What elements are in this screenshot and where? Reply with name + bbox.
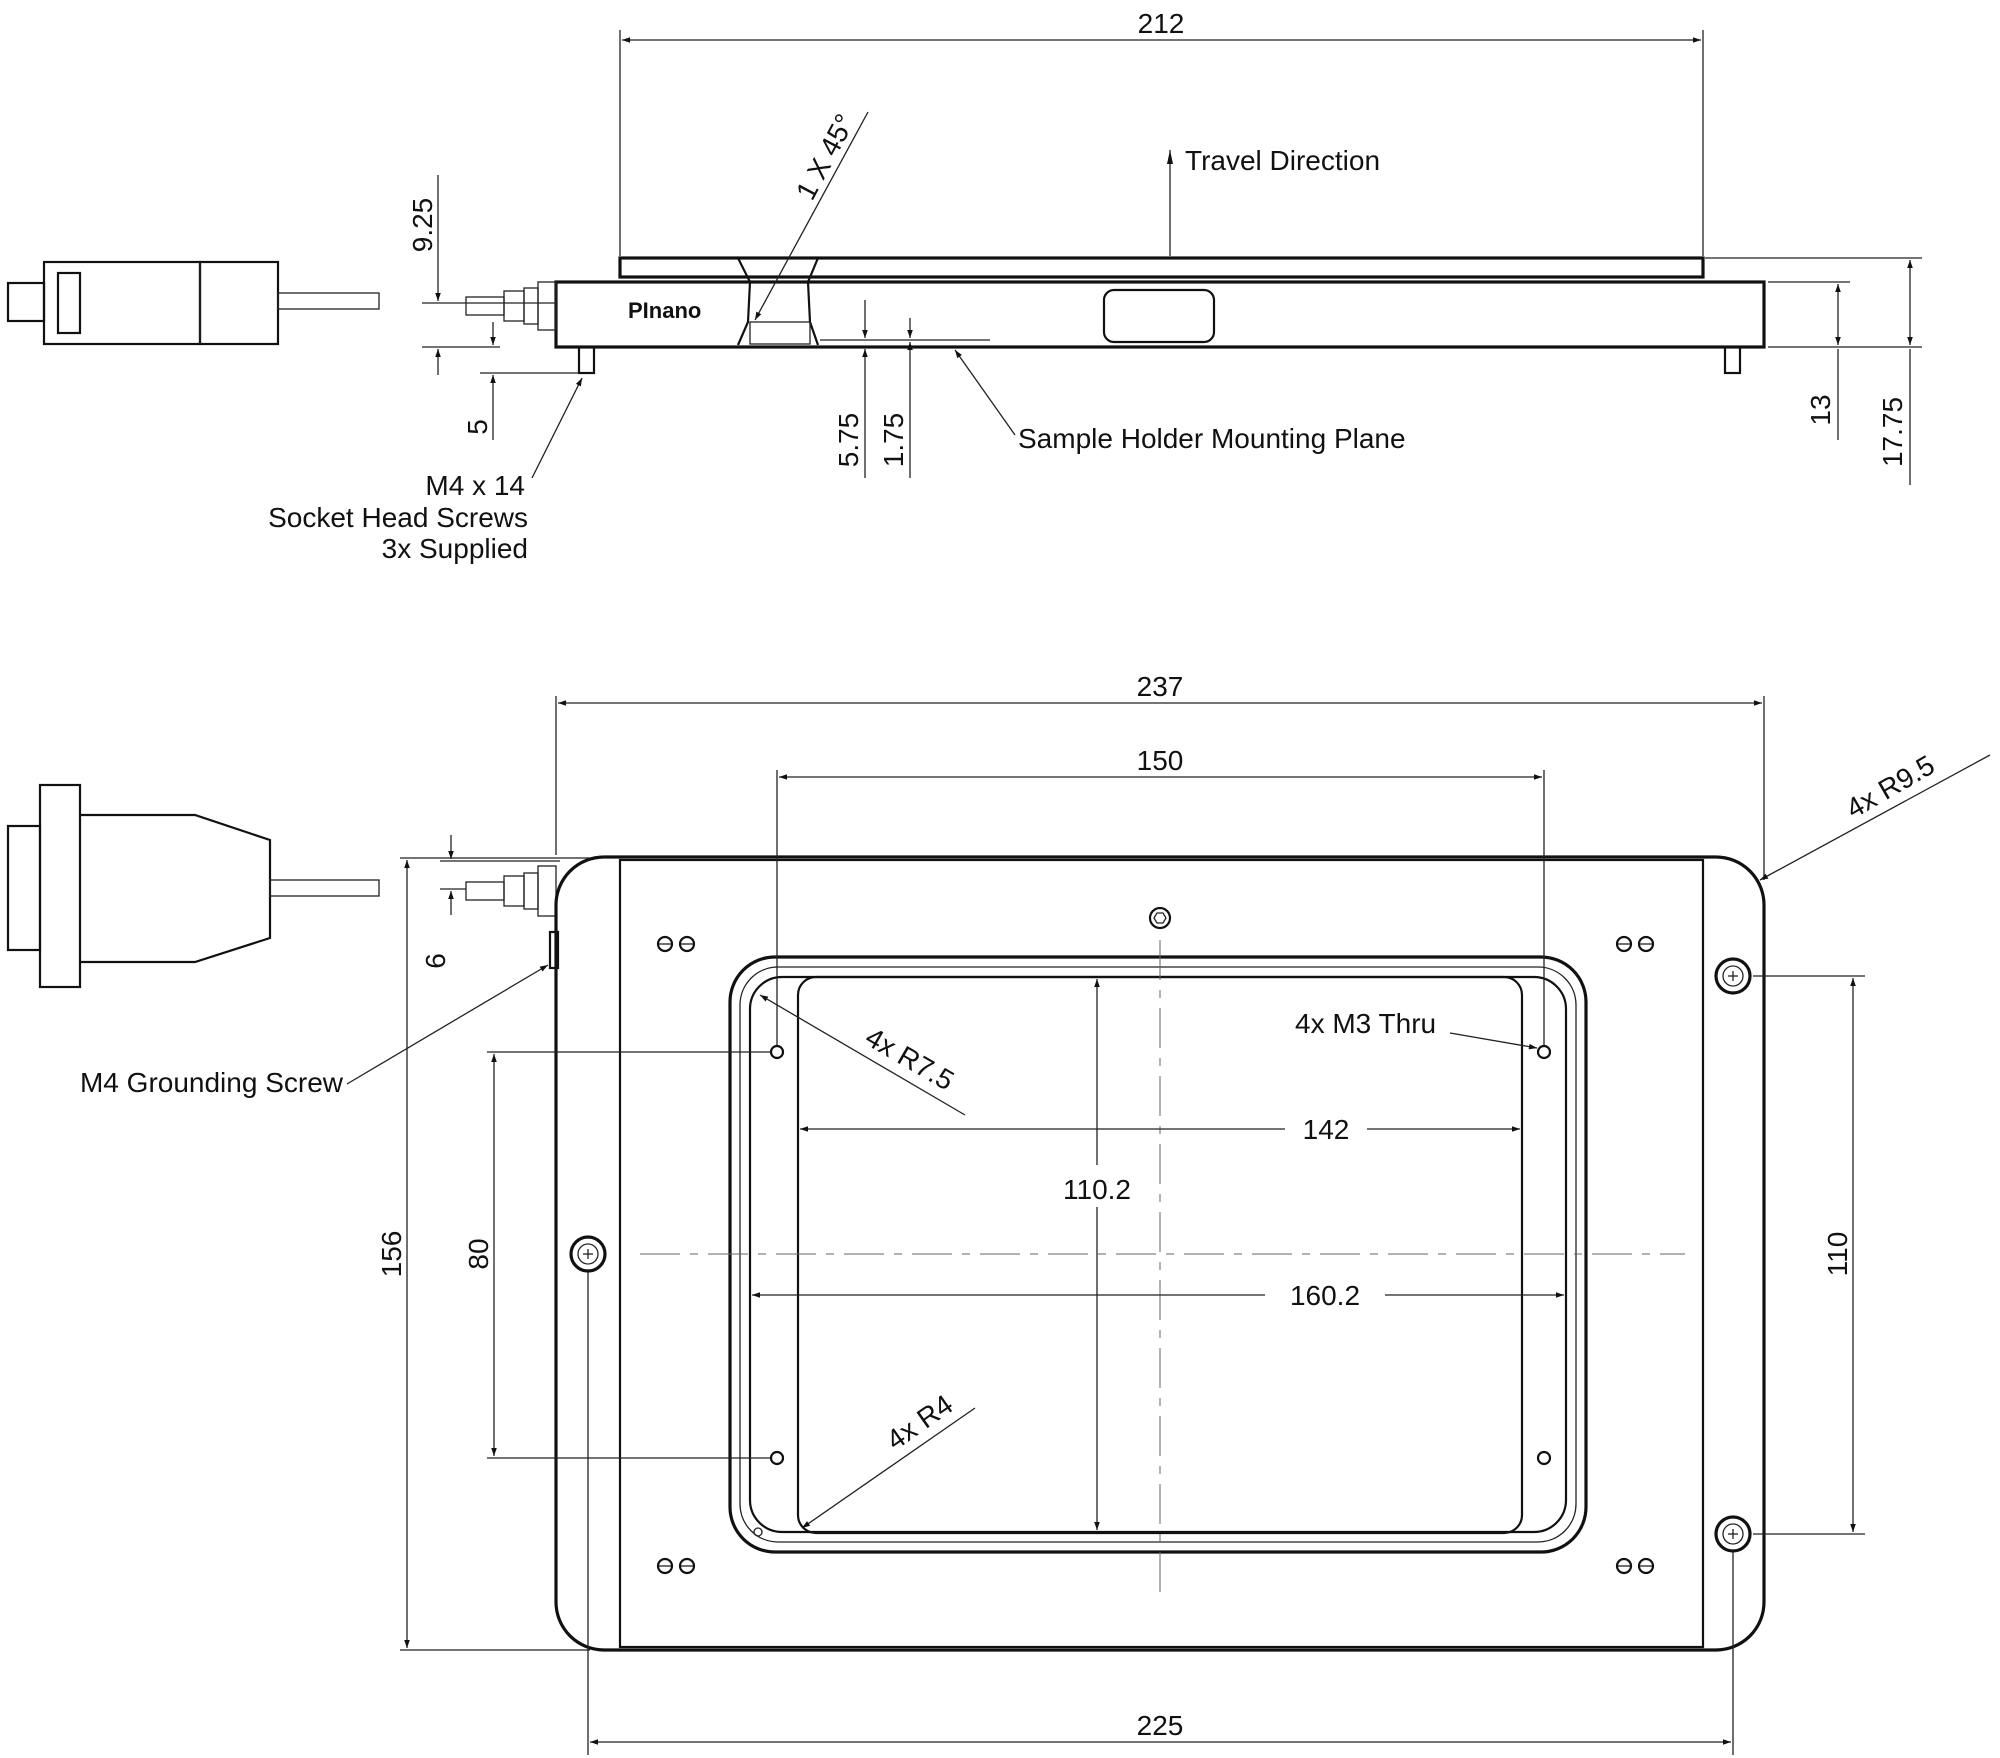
travel-direction: Travel Direction	[1167, 145, 1380, 256]
screw-left	[569, 1235, 607, 1273]
dim-1102-text: 110.2	[1063, 1174, 1131, 1205]
dim-142-text: 142	[1303, 1114, 1350, 1145]
grounding-callout: M4 Grounding Screw	[80, 964, 549, 1098]
dim-1602-text: 160.2	[1290, 1280, 1360, 1311]
dim-175-text: 1.75	[878, 413, 909, 468]
dim-13-1775: 13 17.75	[1705, 257, 1922, 485]
logo-text: PInano	[628, 298, 701, 323]
dim-925-text: 9.25	[407, 198, 438, 253]
dim-150: 150	[776, 745, 1545, 1045]
dim-13-text: 13	[1805, 394, 1836, 425]
callout-r95: 4x R9.5	[1759, 749, 1991, 881]
dim-5-text: 5	[462, 419, 493, 435]
top-view: 237 150 4x R9.5 6 M4 Grounding Screw	[6, 671, 1991, 1755]
dim-6-text: 6	[420, 953, 451, 969]
hole-pairs	[656, 935, 1655, 1575]
dim-1102: 110.2	[1050, 979, 1145, 1530]
dim-225-text: 225	[1137, 1710, 1184, 1741]
grounding-label: M4 Grounding Screw	[80, 1067, 344, 1098]
dim-237: 237	[555, 671, 1765, 880]
dim-80: 80	[463, 1051, 770, 1459]
screw-bottom-right	[1714, 1515, 1752, 1553]
dim-156: 156	[376, 857, 590, 1651]
dim-225: 225	[587, 1272, 1734, 1755]
r75-text: 4x R7.5	[860, 1021, 959, 1096]
dim-150-text: 150	[1137, 745, 1184, 776]
chamfer-callout: 1 X 45°	[754, 109, 869, 321]
dim-110: 110	[1753, 975, 1865, 1535]
screw-top-right	[1714, 957, 1752, 995]
m3-holes	[769, 1044, 1552, 1466]
dim-156-text: 156	[376, 1231, 407, 1278]
screws-label-3: 3x Supplied	[382, 533, 528, 564]
dim-212: 212	[619, 8, 1704, 256]
callout-r75: 4x R7.5	[759, 994, 966, 1116]
stage-body-side: PInano	[465, 256, 1766, 375]
dim-142: 142	[800, 1114, 1520, 1145]
center-hex-screw	[1148, 906, 1172, 930]
mounting-plane-callout: Sample Holder Mounting Plane	[954, 349, 1406, 454]
top-plate	[618, 858, 1705, 1649]
side-view: PInano 212 Travel Direction 1 X 45° 9.25	[6, 8, 1922, 564]
dim-1775-text: 17.75	[1877, 397, 1908, 467]
dim-80-text: 80	[463, 1238, 494, 1269]
screws-label-1: M4 x 14	[425, 470, 525, 501]
dim-1602: 160.2	[752, 1280, 1564, 1311]
connector-top	[6, 783, 380, 989]
dim-212-text: 212	[1138, 8, 1185, 39]
dim-575-text: 5.75	[833, 413, 864, 468]
screws-callout: M4 x 14 Socket Head Screws 3x Supplied	[268, 377, 583, 564]
m3-label: 4x M3 Thru	[1295, 1008, 1436, 1039]
travel-direction-label: Travel Direction	[1185, 145, 1380, 176]
screws-label-2: Socket Head Screws	[268, 502, 528, 533]
dim-575-175: 5.75 1.75	[820, 300, 990, 478]
dim-110-text: 110	[1822, 1232, 1853, 1277]
callout-r4: 4x R4	[753, 1389, 976, 1537]
connector-side	[6, 260, 380, 346]
dim-925: 9.25	[407, 175, 556, 375]
sensor-top	[465, 865, 560, 970]
dim-5: 5	[462, 322, 579, 440]
callout-m3: 4x M3 Thru	[1295, 1008, 1538, 1050]
mounting-plane-label: Sample Holder Mounting Plane	[1018, 423, 1406, 454]
r95-text: 4x R9.5	[1841, 749, 1940, 824]
outer-plate	[554, 855, 1766, 1652]
dim-237-text: 237	[1137, 671, 1184, 702]
dim-6: 6	[420, 835, 560, 969]
